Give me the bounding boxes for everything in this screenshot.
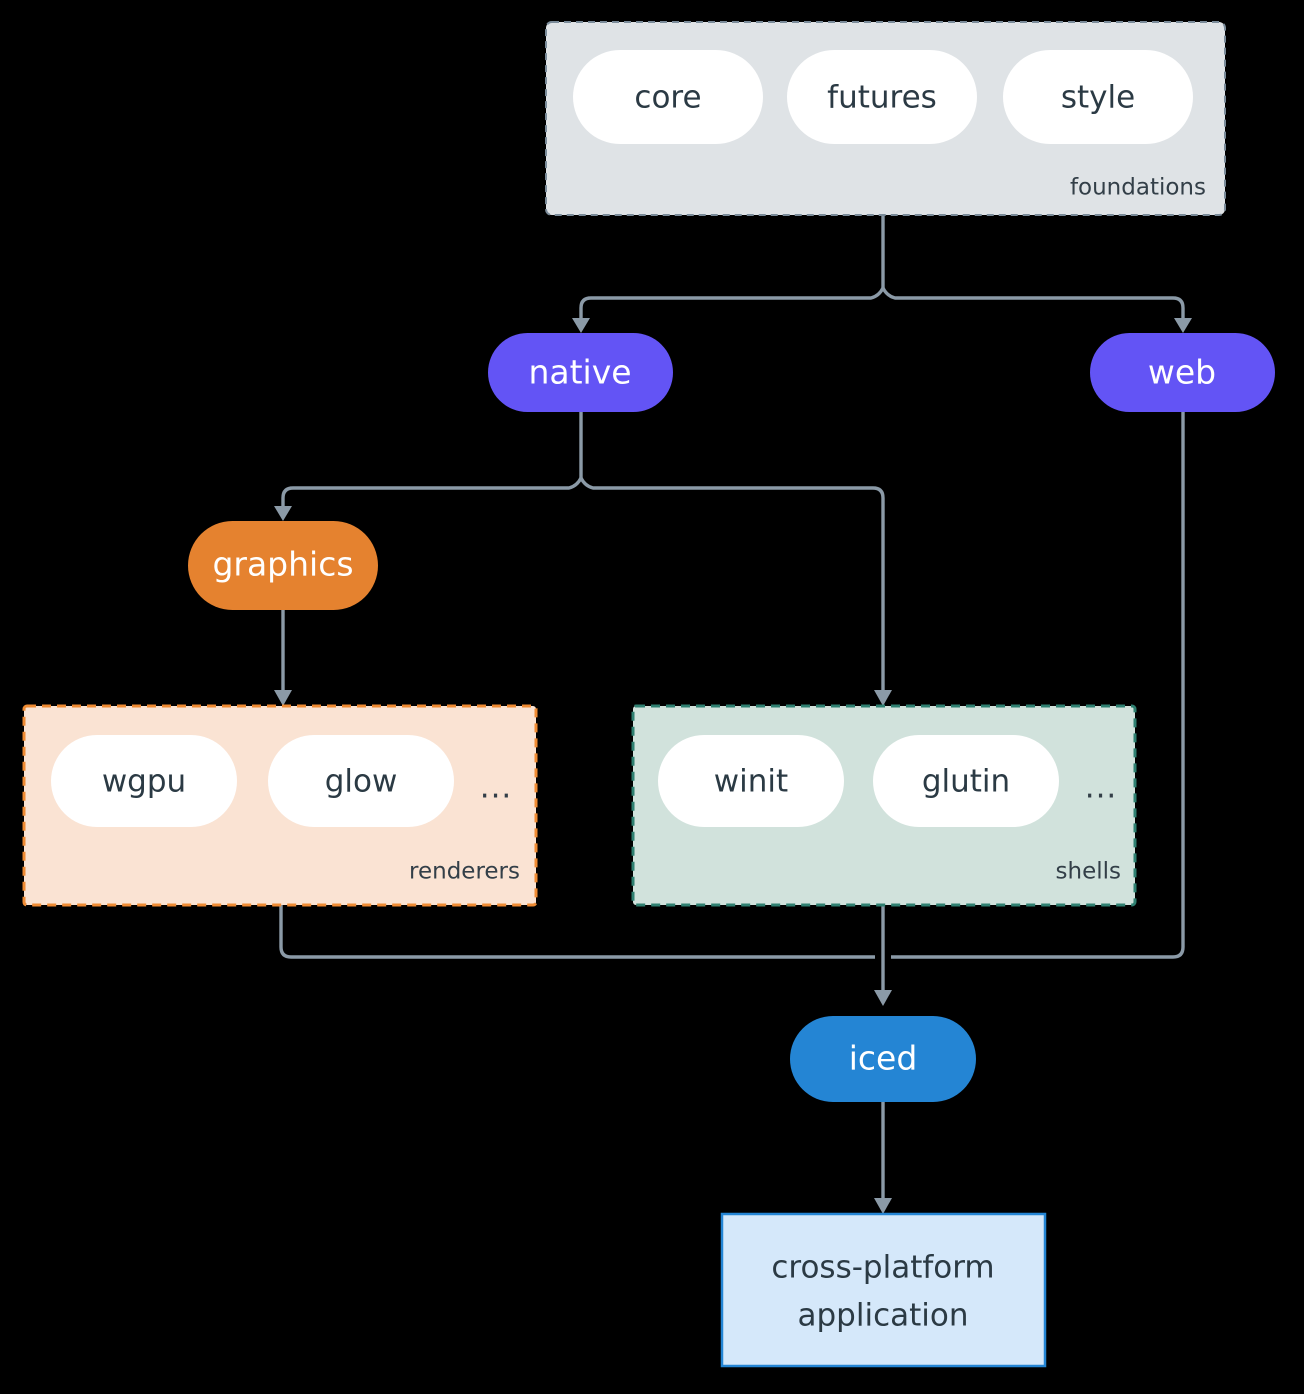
chip-winit[interactable] <box>658 735 844 827</box>
application-box-label-line2: application <box>798 1298 969 1334</box>
arrowhead-graphics-top <box>274 506 292 521</box>
chip-glutin[interactable] <box>873 735 1059 827</box>
application-box-shape[interactable] <box>720 1212 1047 1368</box>
node-iced-shape[interactable] <box>790 1016 976 1102</box>
chip-glow-label: glow <box>325 764 398 800</box>
node-graphics[interactable]: graphics <box>188 521 378 610</box>
chip-wgpu-label: wgpu <box>102 764 186 800</box>
node-iced[interactable]: iced <box>790 1016 976 1102</box>
renderers-caption: renderers <box>409 859 520 885</box>
chip-style[interactable] <box>1003 50 1193 144</box>
edge-web-to-iced <box>891 412 1185 959</box>
group-renderers: wgpu glow ... renderers <box>22 704 538 907</box>
node-cross-platform-application[interactable]: cross-platform application <box>720 1212 1047 1368</box>
node-web-shape[interactable] <box>1090 333 1275 412</box>
arrowhead-web-top <box>1174 318 1192 333</box>
arrowhead-renderers-top <box>274 690 292 706</box>
foundations-caption: foundations <box>1070 175 1206 201</box>
edge-layer <box>274 215 1192 1214</box>
arrowhead-native-top <box>572 318 590 333</box>
node-web-label: web <box>1148 353 1216 392</box>
chip-core-label: core <box>634 80 701 116</box>
node-web[interactable]: web <box>1090 333 1275 412</box>
edge-foundations-to-web <box>881 287 1185 318</box>
chip-winit-label: winit <box>714 764 788 800</box>
chip-glutin-label: glutin <box>922 764 1010 800</box>
node-native[interactable]: native <box>488 333 673 412</box>
node-graphics-shape[interactable] <box>188 521 378 610</box>
arrowhead-application-top <box>874 1198 892 1214</box>
renderers-ellipsis: ... <box>480 770 513 806</box>
node-native-label: native <box>528 353 631 392</box>
group-shells: winit glutin ... shells <box>631 704 1137 907</box>
shells-caption: shells <box>1056 859 1121 885</box>
arrowhead-iced-top <box>874 990 892 1006</box>
shells-ellipsis: ... <box>1085 770 1118 806</box>
chip-glow[interactable] <box>268 735 454 827</box>
chip-core[interactable] <box>573 50 763 144</box>
arrowhead-shells-top <box>874 690 892 706</box>
edge-native-to-shells <box>579 477 885 690</box>
application-box-label-line1: cross-platform <box>771 1250 994 1286</box>
node-iced-label: iced <box>849 1039 918 1078</box>
node-native-shape[interactable] <box>488 333 673 412</box>
chip-style-label: style <box>1061 80 1135 116</box>
chip-futures-label: futures <box>827 80 937 116</box>
edge-renderers-to-iced <box>279 905 875 959</box>
edge-native-to-graphics <box>281 477 583 506</box>
edge-foundations-to-native <box>579 287 885 318</box>
chip-wgpu[interactable] <box>51 735 237 827</box>
chip-futures[interactable] <box>787 50 977 144</box>
node-graphics-label: graphics <box>212 545 353 584</box>
group-foundations: core futures style foundations <box>545 21 1226 216</box>
